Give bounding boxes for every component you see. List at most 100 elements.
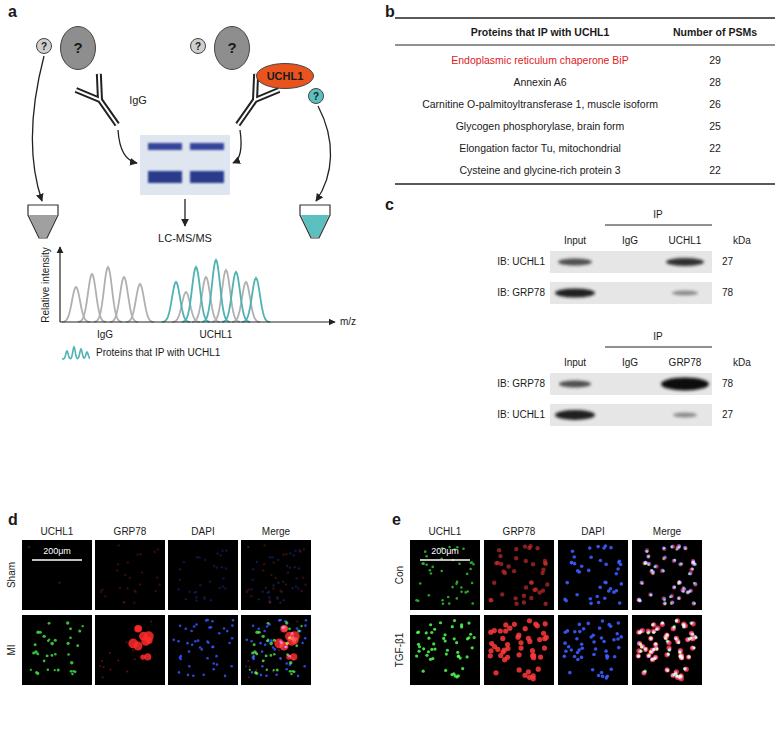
fluorescent-spot (640, 645, 643, 648)
fluorescent-spot (177, 640, 180, 643)
fluorescent-spot (661, 596, 665, 600)
fluorescent-spot (303, 548, 305, 550)
unit-label: kDa (733, 357, 751, 369)
fluorescent-spot (453, 637, 456, 640)
fluorescent-spot (415, 655, 418, 658)
fluorescent-spot (681, 621, 686, 626)
axis-title: m/z (340, 316, 356, 328)
flow-arrow (32, 56, 44, 201)
fluorescent-spot (213, 565, 215, 567)
fluorescent-spot (263, 630, 266, 633)
lane-label: Input (564, 235, 586, 247)
table-cell: 26 (709, 98, 721, 110)
node-text: ? (73, 40, 82, 57)
unknown-protein: ? (60, 26, 96, 70)
fluorescent-spot (684, 547, 687, 550)
fluorescent-spot (461, 667, 464, 670)
fluorescent-spot (538, 655, 543, 660)
fluorescent-spot (600, 636, 604, 640)
fluorescent-spot (607, 589, 611, 593)
fluorescent-spot (472, 563, 475, 566)
fluorescent-spot (292, 637, 299, 644)
fluorescent-spot (670, 546, 673, 549)
fluorescent-spot (679, 562, 683, 566)
fluorescent-spot (682, 590, 685, 593)
fluorescent-spot (203, 598, 205, 600)
fluorescent-spot (150, 621, 152, 623)
micrograph-ground (558, 615, 628, 685)
fluorescent-spot (591, 633, 595, 637)
fluorescent-spot (497, 548, 501, 552)
table-header: Proteins that IP with UCHL1 (471, 26, 610, 38)
fluorescent-spot (32, 651, 35, 654)
mass-label: 27 (722, 256, 733, 268)
panel-letter: e (392, 511, 401, 529)
fluorescent-spot (422, 562, 425, 565)
y-axis (59, 247, 60, 322)
fluorescent-spot (575, 637, 579, 641)
fluorescent-spot (642, 561, 646, 565)
fluorescent-spot (285, 553, 287, 555)
fluorescent-spot (285, 642, 288, 645)
fluorescent-spot (425, 654, 428, 657)
fluorescent-spot (500, 636, 505, 641)
fluorescent-spot (672, 673, 675, 676)
node-text: ? (41, 41, 47, 52)
fluorescent-spot (126, 670, 128, 672)
fluorescent-spot (417, 600, 420, 603)
fluorescent-spot (518, 646, 523, 651)
fluorescent-spot (226, 630, 229, 633)
fluorescent-spot (198, 556, 200, 558)
fluorescent-spot (430, 572, 433, 575)
fluorescent-spot (262, 660, 265, 663)
fluorescent-spot (263, 563, 265, 565)
fluorescent-spot (225, 549, 227, 551)
fluorescent-spot (594, 647, 598, 651)
fluorescent-spot (305, 619, 308, 622)
fluorescent-spot (70, 670, 73, 673)
fluorescent-spot (535, 546, 539, 550)
ms-peak (212, 270, 240, 322)
fluorescent-spot (565, 581, 569, 585)
spectrum-peaks (62, 260, 270, 322)
micrograph-ground (484, 615, 554, 685)
fluorescent-spot (677, 596, 681, 600)
blot-band (666, 258, 704, 266)
fluorescent-spot (117, 563, 119, 565)
fluorescent-spot (158, 584, 160, 586)
fluorescent-spot (648, 636, 653, 641)
fluorescent-spot (193, 625, 196, 628)
fluorescent-spot (691, 568, 694, 571)
ms-peak (182, 267, 210, 322)
fluorescent-spot (281, 625, 287, 631)
fluorescent-spot (471, 646, 474, 649)
fluorescent-spot (299, 551, 301, 553)
fluorescent-spot (679, 655, 682, 658)
fluorescent-spot (442, 602, 445, 605)
fluorescent-spot (662, 570, 665, 573)
fluorescent-spot (257, 627, 260, 630)
table-cell: 25 (709, 120, 721, 132)
fluorescent-spot (677, 582, 680, 585)
fluorescent-spot (288, 636, 291, 639)
fluorescent-spot (662, 601, 666, 605)
fluorescent-spot (671, 626, 676, 631)
fluorescent-spot (493, 670, 498, 675)
fluorescent-spot (285, 621, 288, 624)
fluorescent-spot (444, 669, 447, 672)
fluorescent-spot (230, 665, 233, 668)
fluorescent-spot (455, 582, 458, 585)
fluorescent-spot (133, 589, 135, 591)
fluorescent-spot (141, 571, 143, 573)
table-cell: 22 (709, 164, 721, 176)
fluorescent-spot (101, 588, 103, 590)
fluorescent-spot (689, 589, 693, 593)
fluorescent-spot (607, 623, 611, 627)
fluorescent-spot (272, 584, 274, 586)
fluorescent-spot (688, 573, 691, 576)
fluorescent-spot (416, 631, 419, 634)
fluorescent-spot (272, 587, 274, 589)
fluorescent-spot (183, 561, 185, 563)
fluorescent-spot (447, 596, 450, 599)
fluorescent-spot (678, 580, 682, 584)
